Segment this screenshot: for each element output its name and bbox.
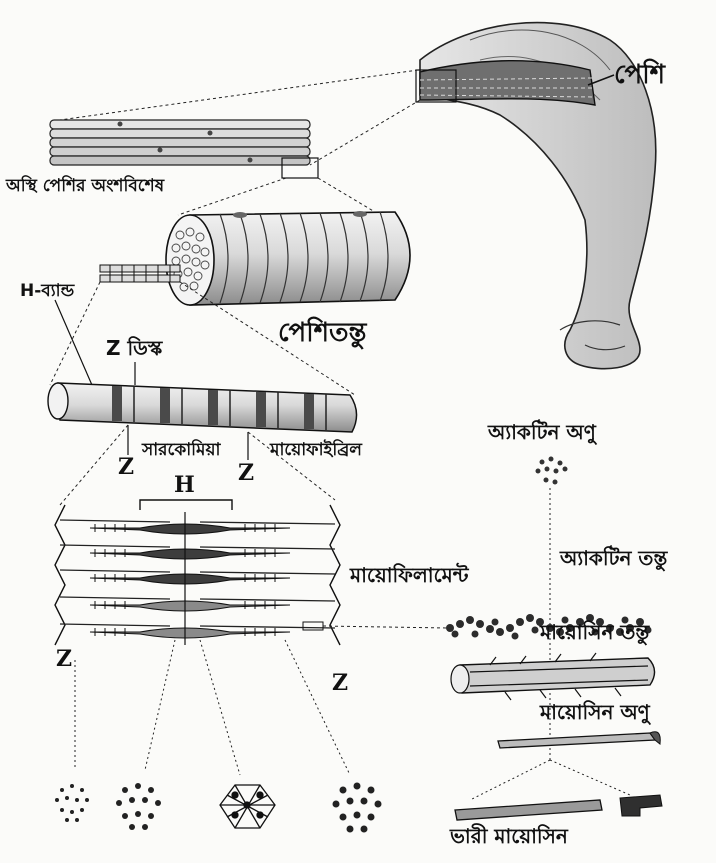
label-z-bottom-right: Z [332,672,348,694]
label-muscle-fiber: পেশিতন্তু [278,320,366,346]
label-z-right: Z [238,462,254,484]
cross-section-lattice [220,785,275,828]
label-heavy-myosin: ভারী মায়োসিন [450,826,568,846]
zoom-lines-4 [60,425,335,505]
label-actin-filament: অ্যাকটিন তন্তু [560,548,667,568]
muscle-fiber-cylinder [166,211,410,305]
fascicle [50,120,318,178]
label-muscle: পেশি [614,62,665,88]
label-z-left: Z [118,456,134,478]
label-myofilament: মায়োফিলামেন্ট [350,565,468,585]
sarcomere-detail [55,500,340,645]
cross-section-leaders [75,640,350,775]
leader-h-band [55,300,95,392]
label-h: H [174,474,195,496]
heavy-myosin-parts [455,795,662,820]
myosin-filament-bundle [451,653,655,700]
actin-molecule-dots [536,457,568,485]
label-skeletal-muscle-part: অস্থি পেশির অংশবিশেষ [6,178,164,195]
label-sarcomere: সারকোমিয়া [142,442,220,459]
label-myosin-molecule: মায়োসিন অণু [540,702,650,722]
zoom-line-filament [323,626,448,628]
heavy-myosin-leaders [470,760,630,800]
arm-muscle-bundle [416,61,595,105]
label-myofibril: মায়োফাইব্রিল [270,442,362,459]
myosin-molecule-rod [498,732,660,748]
label-myosin-filament: মায়োসিন তন্তু [540,622,649,642]
cross-section-myosin-actin [116,783,161,830]
label-z-disc: Z ডিস্ক [106,338,162,358]
cross-section-actin [55,784,89,822]
label-h-band: H-ব্যান্ড [20,283,74,300]
zoom-lines-2 [178,178,380,215]
myofibril-cylinder [48,383,357,432]
cross-section-myosin [333,783,382,833]
label-actin-molecule: অ্যাকটিন অণু [488,422,596,442]
label-z-bottom-left: Z [56,648,72,670]
